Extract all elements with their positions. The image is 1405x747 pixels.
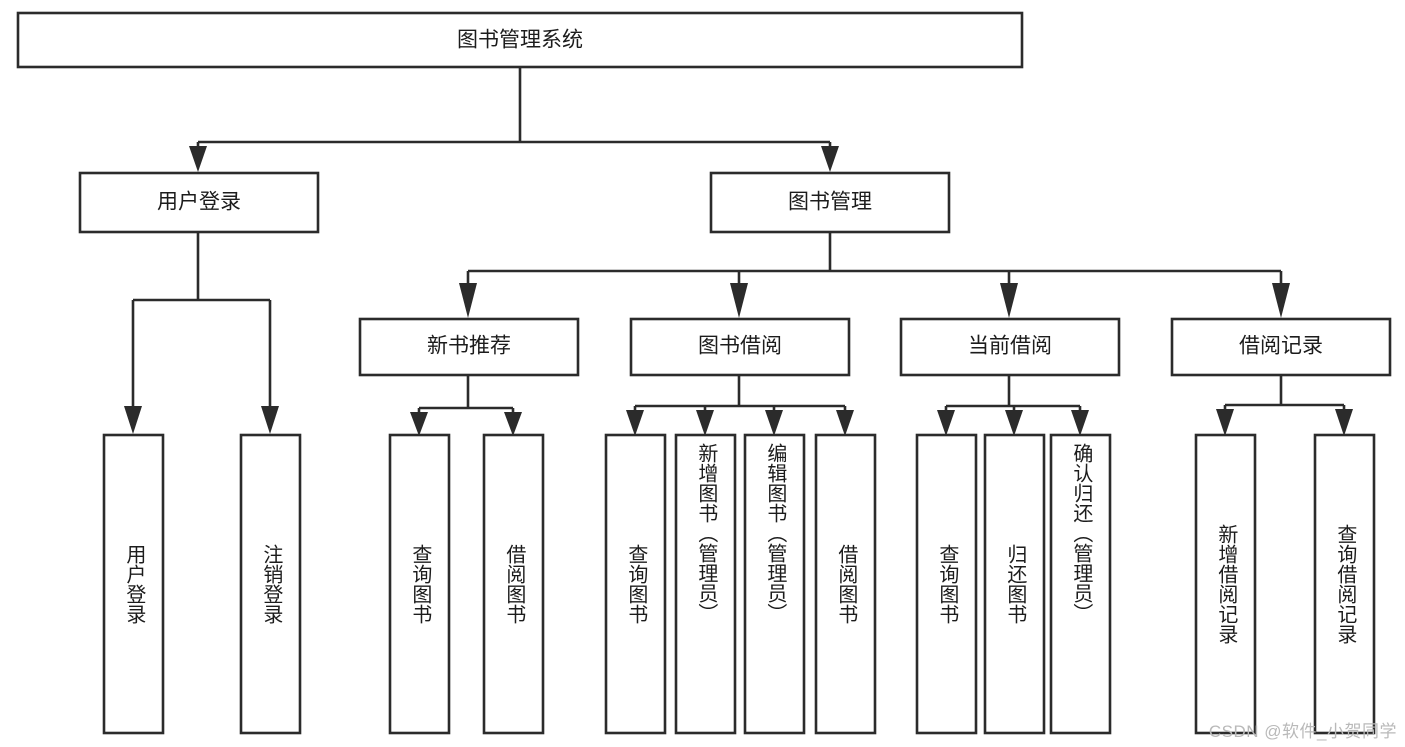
arrow-head-br-leaf-1 (1216, 409, 1234, 436)
arrow-head-bb-leaf-1 (626, 410, 644, 436)
connector-group-new-book (410, 375, 522, 436)
node-borrow-record-label: 借阅记录 (1239, 335, 1323, 358)
connector-group-book-manage (459, 233, 1290, 318)
node-borrow-record-box[interactable] (1170, 317, 1392, 377)
arrow-head-bb-leaf-4 (836, 410, 854, 436)
connector-group-book-borrow (626, 375, 854, 436)
node-user-login-label: 用户登录 (157, 191, 241, 214)
leaf-box-borrow-record-1[interactable] (1194, 433, 1257, 735)
node-new-book-recommend-box[interactable] (358, 317, 580, 377)
leaf-box-new-book-1[interactable] (388, 433, 451, 735)
node-book-borrow[interactable]: 图书借阅 (629, 317, 851, 377)
node-user-login[interactable]: 用户登录 (78, 171, 320, 234)
node-new-book-recommend[interactable]: 新书推荐 (358, 317, 580, 377)
node-borrow-record[interactable]: 借阅记录 (1170, 317, 1392, 377)
leaf-box-book-borrow-3[interactable] (743, 433, 806, 735)
arrow-head-book-manage (821, 146, 839, 172)
leaf-box-new-book-2[interactable] (482, 433, 545, 735)
leaf-group-current-borrow (915, 433, 1112, 735)
node-book-manage-box[interactable] (709, 171, 951, 234)
arrow-head-borrow-record (1272, 283, 1290, 318)
arrow-head-cb-leaf-2 (1005, 410, 1023, 436)
connector-group-current-borrow (937, 375, 1089, 436)
leaf-group-user-login (102, 433, 302, 735)
leaf-box-current-borrow-3[interactable] (1049, 433, 1112, 735)
arrow-head-nb-leaf-2 (504, 412, 522, 436)
node-root[interactable]: 图书管理系统 (16, 11, 1024, 69)
arrow-head-br-leaf-2 (1335, 409, 1353, 436)
arrow-head-cb-leaf-3 (1071, 410, 1089, 436)
arrow-head-user-login (189, 146, 207, 172)
node-book-manage[interactable]: 图书管理 (709, 171, 951, 234)
leaf-box-user-login-1[interactable] (102, 433, 165, 735)
arrow-head-bb-leaf-2 (696, 410, 714, 436)
node-book-manage-label: 图书管理 (788, 191, 872, 214)
leaf-group-new-book (388, 433, 545, 735)
arrow-head-book-borrow (730, 283, 748, 318)
node-current-borrow[interactable]: 当前借阅 (899, 317, 1121, 377)
arrow-head-current-borrow (1000, 283, 1018, 318)
leaf-box-current-borrow-1[interactable] (915, 433, 978, 735)
node-user-login-box[interactable] (78, 171, 320, 234)
leaf-group-book-borrow (604, 433, 877, 735)
node-book-borrow-box[interactable] (629, 317, 851, 377)
arrow-head-nb-leaf-1 (410, 412, 428, 436)
arrow-head-cb-leaf-1 (937, 410, 955, 436)
node-book-borrow-label: 图书借阅 (698, 335, 782, 358)
leaf-box-book-borrow-2[interactable] (674, 433, 737, 735)
leaf-box-book-borrow-1[interactable] (604, 433, 667, 735)
connector-group-borrow-record (1216, 375, 1353, 436)
arrow-head-leaf-logout (261, 406, 279, 434)
node-new-book-recommend-label: 新书推荐 (427, 335, 511, 358)
leaf-box-current-borrow-2[interactable] (983, 433, 1046, 735)
connector-group-user-login (124, 233, 279, 434)
leaf-group-borrow-record (1194, 433, 1376, 735)
arrow-head-new-book (459, 283, 477, 318)
node-current-borrow-label: 当前借阅 (968, 335, 1052, 358)
connector-group-root (189, 67, 839, 172)
arrow-head-leaf-user-login (124, 406, 142, 434)
arrow-head-bb-leaf-3 (765, 410, 783, 436)
leaf-box-book-borrow-4[interactable] (814, 433, 877, 735)
node-root-label: 图书管理系统 (457, 29, 583, 52)
node-current-borrow-box[interactable] (899, 317, 1121, 377)
leaf-box-borrow-record-2[interactable] (1313, 433, 1376, 735)
leaf-box-user-login-2[interactable] (239, 433, 302, 735)
node-root-box[interactable] (16, 11, 1024, 69)
